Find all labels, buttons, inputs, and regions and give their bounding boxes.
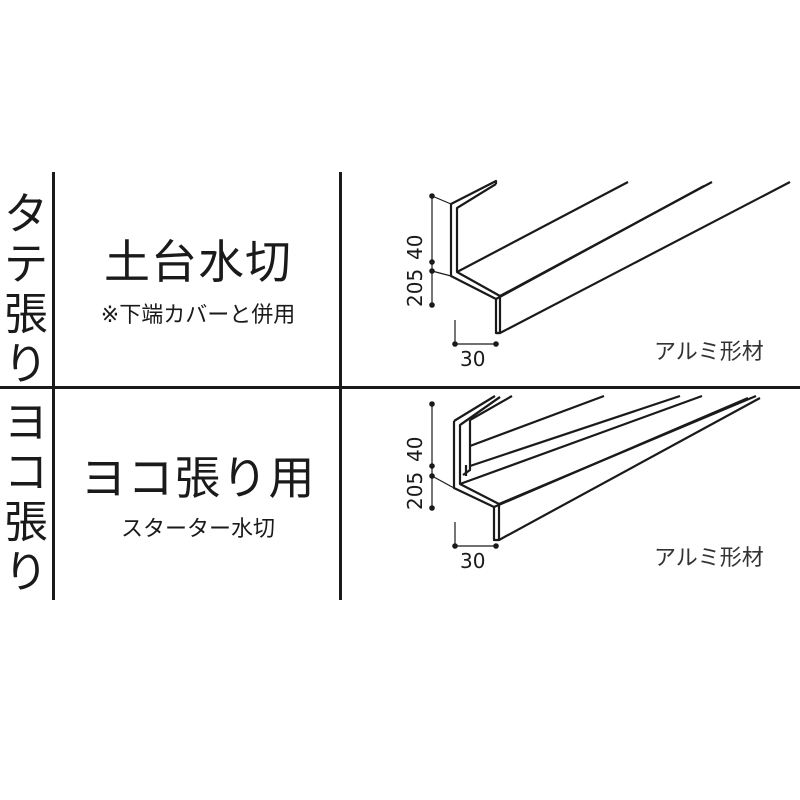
row2-dim-205: 205 [403, 471, 427, 510]
row1-title: 土台水切 [104, 235, 292, 289]
row2-category: ヨ コ 張 り [4, 397, 48, 598]
row2-material: アルミ形材 [654, 546, 764, 571]
row1-material: アルミ形材 [654, 340, 764, 365]
row1-dim-40: 40 [403, 234, 427, 260]
row2-subtitle: スターター水切 [120, 517, 275, 542]
row2-title: ヨコ張り用 [80, 451, 316, 505]
row1-profile-drawing [449, 179, 791, 335]
row1-dim-205: 205 [403, 268, 427, 307]
row1-dim-30: 30 [460, 347, 486, 371]
row1-category: タ テ 張 り [4, 189, 48, 390]
row2-dim-30: 30 [460, 549, 486, 573]
row-divider [0, 386, 800, 389]
row1-subtitle: ※下端カバーと併用 [100, 303, 296, 328]
row2-dim-40: 40 [403, 436, 427, 462]
row2-profile-drawing [452, 394, 761, 542]
